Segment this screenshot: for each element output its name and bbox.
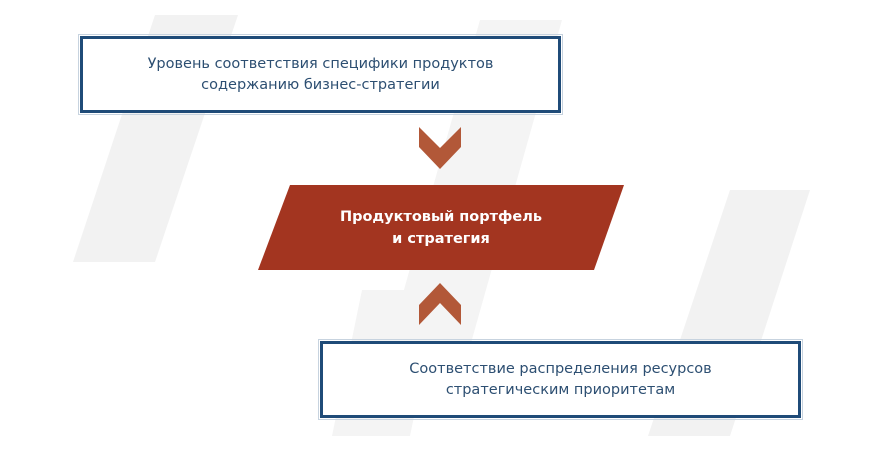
bottom-box-line-1: Соответствие распределения ресурсов	[409, 360, 712, 377]
center-node: Продуктовый портфель и стратегия	[258, 185, 624, 270]
center-node-line-1: Продуктовый портфель	[339, 208, 543, 225]
bottom-box-line-2: стратегическим приоритетам	[445, 381, 676, 398]
center-node-line-2: и стратегия	[392, 230, 490, 247]
chevron-down-icon	[419, 127, 461, 169]
top-box-line-2: содержанию бизнес-стратегии	[201, 76, 440, 93]
top-box-line-1: Уровень соответствия специфики продуктов	[147, 55, 494, 72]
top-box: Уровень соответствия специфики продуктов…	[78, 34, 563, 115]
chevron-up-icon	[419, 283, 461, 325]
bottom-box: Соответствие распределения ресурсов стра…	[318, 339, 803, 420]
